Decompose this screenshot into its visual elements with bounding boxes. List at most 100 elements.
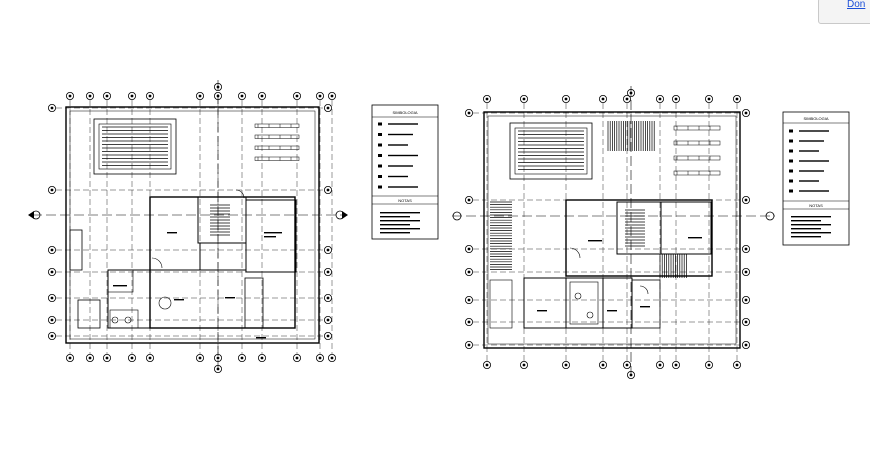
dark-hatch	[659, 254, 687, 278]
note-text-line	[380, 232, 410, 234]
site-boundary	[483, 111, 741, 349]
legend-text-line	[799, 130, 829, 132]
grid-bubble-dot	[601, 363, 605, 367]
grid-bubble	[127, 92, 136, 101]
parking-mark	[673, 140, 721, 146]
left-floor-plan	[28, 80, 348, 374]
left-legend-title: SIMBOLOGIA	[392, 110, 417, 115]
grid-bubble-dot	[467, 298, 471, 302]
legend-symbol	[789, 189, 793, 193]
note-text-line	[380, 228, 420, 230]
grid-bubble	[323, 104, 332, 113]
grid-bubble	[257, 92, 266, 101]
roof-vertical-hatch	[607, 121, 655, 151]
legend-symbol	[789, 159, 793, 163]
grid-bubble-dot	[467, 247, 471, 251]
grid-bubble-dot	[467, 270, 471, 274]
grid-bubble-dot	[467, 111, 471, 115]
grid-bubble	[742, 340, 751, 349]
grid-bubble	[315, 353, 324, 362]
note-text-line	[791, 228, 821, 230]
grid-bubble-dot	[88, 356, 92, 360]
grid-bubble-dot	[467, 320, 471, 324]
grid-bubble	[464, 244, 473, 253]
grid-bubble	[103, 353, 112, 362]
legend-symbol	[378, 133, 382, 136]
section-bubble-left	[31, 210, 41, 220]
grid-bubble-dot	[50, 296, 54, 300]
grid-bubble	[705, 360, 714, 369]
grid-bubble	[66, 92, 75, 101]
grid-bubble-dot	[735, 363, 739, 367]
grid-bubble-dot	[240, 94, 244, 98]
bath-left	[77, 299, 101, 329]
grid-bubble	[292, 353, 301, 362]
room-label-mark	[225, 297, 235, 299]
grid-bubble	[482, 360, 491, 369]
legend-text-line	[799, 180, 819, 182]
grid-bubble	[742, 109, 751, 118]
note-text-line	[380, 220, 420, 222]
room-label-mark	[174, 299, 184, 301]
grid-bubble-dot	[485, 97, 489, 101]
parking-mark	[254, 123, 300, 128]
grid-bubble	[464, 317, 473, 326]
legend-symbol	[378, 185, 382, 189]
grid-bubble-dot	[744, 111, 748, 115]
room-label-mark	[167, 232, 177, 234]
room-label-mark	[588, 240, 602, 242]
grid-bubble	[237, 353, 246, 362]
grid-bubble-dot	[148, 356, 152, 360]
left-legend-rows	[378, 122, 418, 189]
legend-text-line	[799, 150, 819, 152]
planter-hatch	[102, 126, 168, 166]
section-bubble-right	[765, 211, 775, 221]
grid-bubble	[315, 92, 324, 101]
kitchen-room	[107, 269, 151, 329]
kitchen-counter	[107, 269, 134, 293]
grid-bubble	[323, 267, 332, 276]
grid-bubble-dot	[735, 97, 739, 101]
grid-bubble	[48, 315, 57, 324]
legend-symbol	[378, 122, 382, 126]
upper-building-outline	[565, 199, 713, 277]
planter-inner	[98, 123, 172, 170]
grid-bubble-dot	[658, 363, 662, 367]
room-label-mark	[264, 236, 276, 238]
grid-bubble	[464, 295, 473, 304]
bath-core	[569, 281, 599, 325]
grid-bubble	[623, 95, 632, 104]
grid-bubble	[656, 360, 665, 369]
legend-text-line	[388, 123, 418, 125]
grid-bubble-dot	[50, 248, 54, 252]
grid-bubble-dot	[625, 97, 629, 101]
grid-bubble	[145, 353, 154, 362]
grid-bubble-dot	[330, 356, 334, 360]
donate-link[interactable]: Don	[847, 0, 866, 10]
legend-symbol	[789, 169, 793, 173]
grid-bubble	[464, 109, 473, 118]
table-circle	[158, 296, 172, 310]
parking-mark	[673, 170, 721, 176]
room-right	[660, 201, 712, 255]
grid-bubble	[482, 95, 491, 104]
side-cabinet	[69, 229, 83, 271]
grid-bubble-dot	[744, 343, 748, 347]
legend-text-line	[388, 175, 408, 178]
grid-bubble-dot	[522, 363, 526, 367]
grid-bubble-dot	[467, 198, 471, 202]
grid-bubble	[562, 360, 571, 369]
grid-bubble-dot	[130, 356, 134, 360]
legend-symbol	[789, 139, 793, 143]
grid-bubble-dot	[326, 270, 330, 274]
grid-bubble	[86, 353, 95, 362]
note-text-line	[380, 216, 410, 218]
fixture-circle	[586, 311, 594, 319]
grid-bubble-dot	[744, 298, 748, 302]
legend-symbol	[378, 175, 382, 178]
grid-bubble-dot	[68, 356, 72, 360]
left-legend-box: SIMBOLOGIA NOTAS	[371, 104, 439, 240]
grid-bubble	[705, 95, 714, 104]
grid-bubble	[520, 360, 529, 369]
note-text-line	[380, 224, 410, 226]
